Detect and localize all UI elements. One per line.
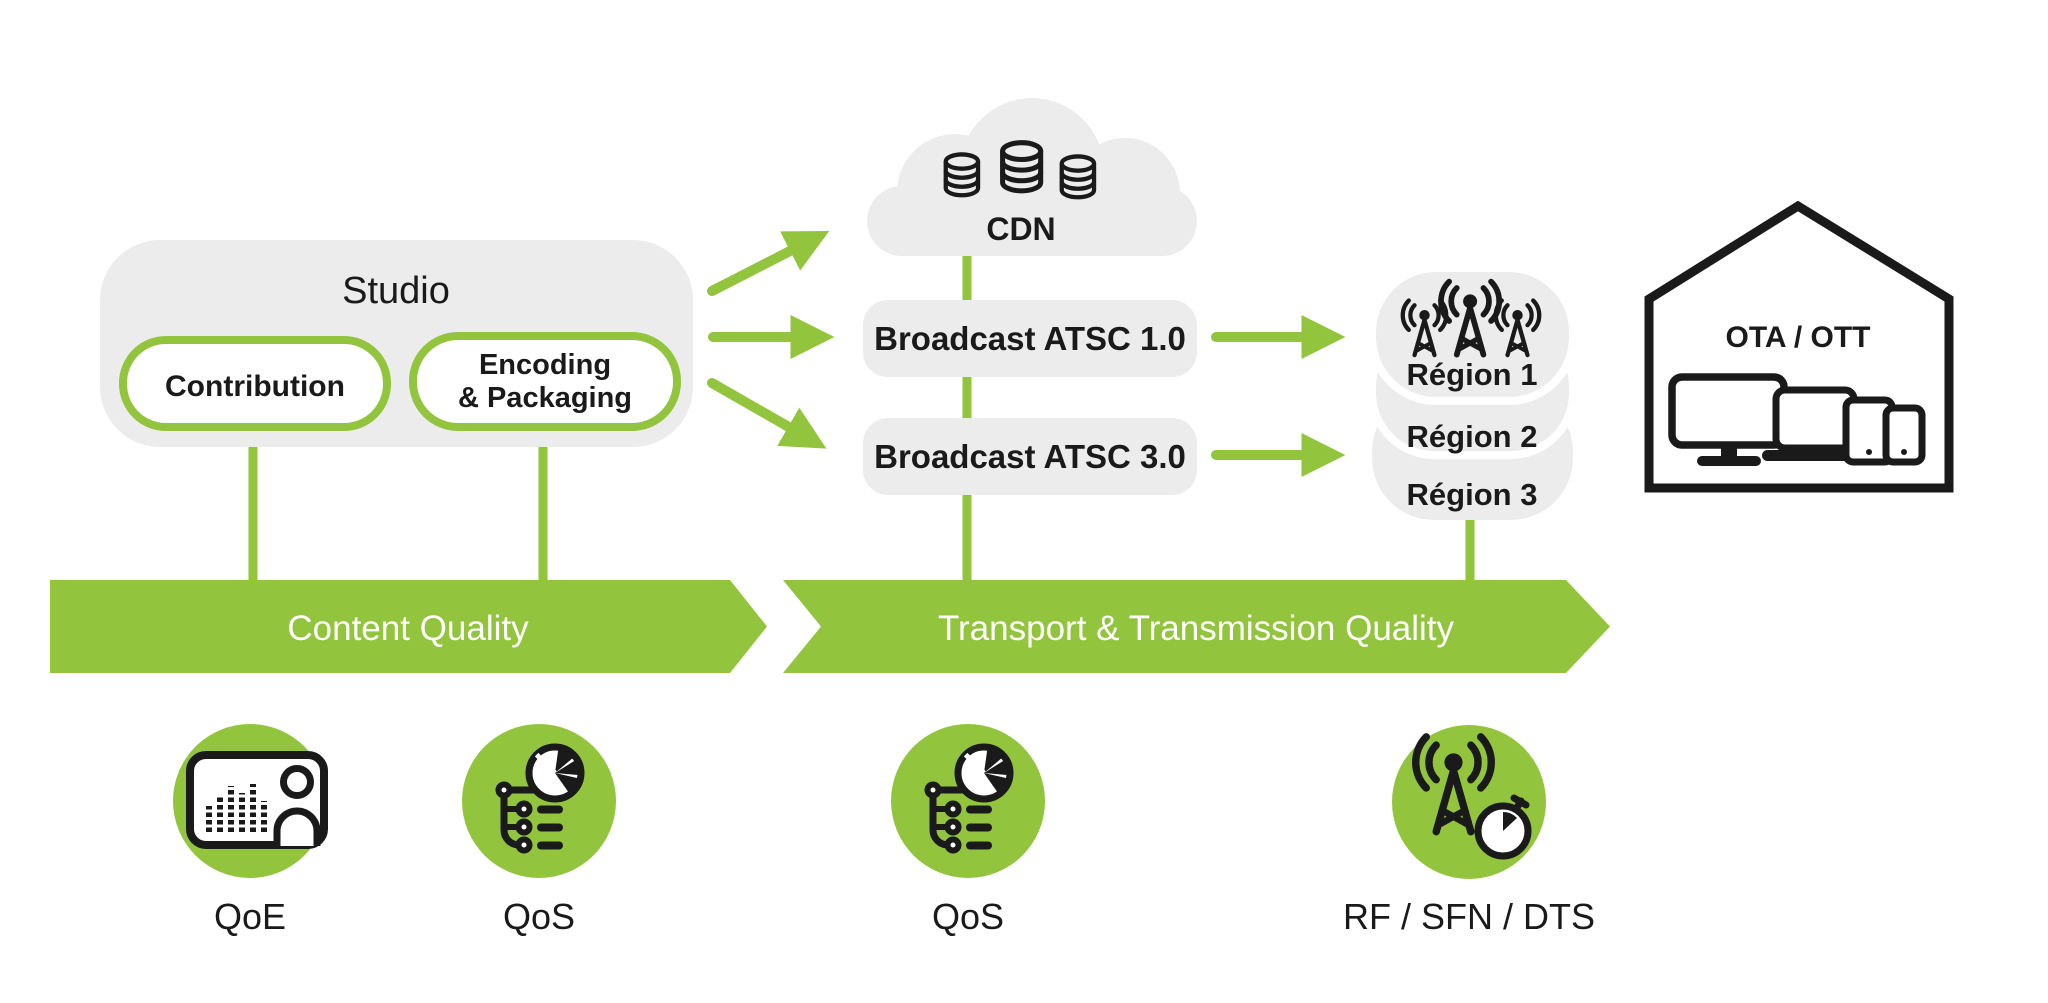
- qos2-circle: [891, 724, 1045, 878]
- atsc3-label: Broadcast ATSC 3.0: [874, 438, 1186, 475]
- database-icon: [946, 154, 978, 195]
- qos2-label: QoS: [932, 896, 1004, 937]
- banner-content-quality: Content Quality: [50, 580, 767, 673]
- region2-label: Région 2: [1407, 419, 1538, 454]
- tower-stopwatch-icon: [1416, 737, 1532, 860]
- screen-person-icon: [186, 751, 328, 849]
- metric-qos-1: QoS: [462, 724, 616, 937]
- database-icon: [1003, 143, 1041, 191]
- region1-label: Région 1: [1407, 357, 1538, 392]
- region-stack: Région 1 Région 2 Région 3: [1368, 264, 1577, 520]
- content-quality-label: Content Quality: [287, 609, 529, 648]
- qoe-label: QoE: [214, 896, 286, 937]
- banner-transport-quality: Transport & Transmission Quality: [783, 580, 1610, 673]
- ota-ott-label: OTA / OTT: [1726, 321, 1871, 354]
- qos1-label: QoS: [503, 896, 575, 937]
- metric-qoe: QoE: [173, 724, 328, 937]
- studio-title: Studio: [342, 270, 450, 312]
- contribution-label: Contribution: [165, 370, 345, 403]
- database-icon: [1062, 156, 1094, 197]
- phone-icon: [1882, 404, 1926, 466]
- encoding-packaging-pill: Encoding & Packaging: [409, 332, 681, 431]
- transport-quality-label: Transport & Transmission Quality: [938, 609, 1455, 648]
- metric-qos-2: QoS: [891, 724, 1045, 937]
- metric-rf: RF / SFN / DTS: [1343, 725, 1595, 937]
- cloud-shape: [867, 98, 1197, 256]
- atsc1-label: Broadcast ATSC 1.0: [874, 320, 1186, 357]
- atsc3-box: Broadcast ATSC 3.0: [863, 418, 1197, 495]
- atsc1-box: Broadcast ATSC 1.0: [863, 300, 1197, 377]
- arrow-studio-to-cdn: [707, 230, 830, 296]
- studio-box: Studio Contribution Encoding & Packaging: [100, 240, 693, 447]
- encoding-label-line1: Encoding: [479, 349, 611, 381]
- laptop-icon: [1762, 386, 1868, 461]
- encoding-label-line2: & Packaging: [458, 382, 632, 414]
- region3-label: Région 3: [1407, 477, 1538, 512]
- cdn-cloud: CDN: [867, 98, 1197, 256]
- qos1-circle: [462, 724, 616, 878]
- home-house: OTA / OTT: [1644, 200, 1954, 493]
- contribution-pill: Contribution: [119, 336, 391, 431]
- region1-shape: [1368, 264, 1577, 405]
- rf-label: RF / SFN / DTS: [1343, 896, 1595, 937]
- arrow-studio-to-atsc3: [707, 378, 827, 449]
- cdn-label: CDN: [986, 211, 1055, 247]
